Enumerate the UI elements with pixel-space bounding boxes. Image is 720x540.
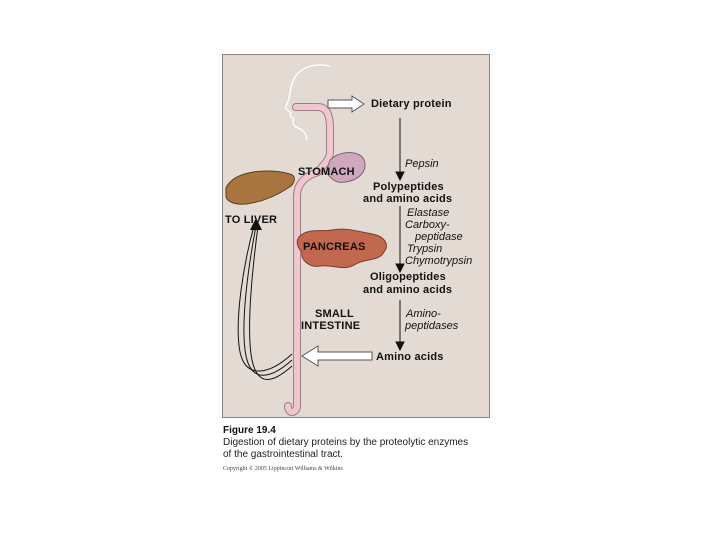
oligopeptides-label-line2: and amino acids xyxy=(363,284,453,296)
polypeptides-label-line1: Polypeptides xyxy=(373,181,444,193)
figure-caption-line2: of the gastrointestinal tract. xyxy=(223,449,344,460)
enzyme-elastase: Elastase xyxy=(407,207,450,219)
pathway-arrows xyxy=(395,118,405,352)
amino-acids-label: Amino acids xyxy=(376,351,444,363)
small-intestine-label-line1: SMALL xyxy=(315,308,354,320)
amino-acids-arrow-icon xyxy=(301,345,373,367)
pancreas-organ xyxy=(296,228,387,269)
enzyme-carboxy-line2: peptidase xyxy=(415,231,463,243)
copyright-notice: Copyright © 2005 Lippincott Williams & W… xyxy=(223,466,343,472)
dietary-protein-label: Dietary protein xyxy=(371,98,452,110)
small-intestine-tube xyxy=(284,168,322,417)
pancreas-label: PANCREAS xyxy=(303,241,366,253)
oligopeptides-label-line1: Oligopeptides xyxy=(370,271,446,283)
liver-organ xyxy=(225,170,295,205)
stomach-organ xyxy=(325,152,366,183)
enzyme-trypsin: Trypsin xyxy=(407,243,443,255)
enzyme-pepsin: Pepsin xyxy=(405,158,439,170)
stomach-label: STOMACH xyxy=(298,166,355,178)
to-liver-arrow-icon xyxy=(250,218,262,230)
to-liver-label: TO LIVER xyxy=(225,214,278,226)
portal-vein-lines xyxy=(237,225,293,372)
dietary-protein-arrow-icon xyxy=(327,95,365,113)
polypeptides-label-line2: and amino acids xyxy=(363,193,453,205)
enzyme-chymotrypsin: Chymotrypsin xyxy=(405,255,473,267)
head-silhouette xyxy=(284,64,331,141)
enzyme-amino-line1: Amino- xyxy=(406,308,441,320)
figure-caption-line1: Digestion of dietary proteins by the pro… xyxy=(223,437,469,448)
small-intestine-label-line2: INTESTINE xyxy=(301,320,361,332)
enzyme-amino-line2: peptidases xyxy=(405,320,459,332)
enzyme-carboxy-line1: Carboxy- xyxy=(405,219,450,231)
figure-caption-text: Digestion of dietary proteins by the pro… xyxy=(223,437,523,461)
figure-caption-title: Figure 19.4 xyxy=(223,425,276,436)
